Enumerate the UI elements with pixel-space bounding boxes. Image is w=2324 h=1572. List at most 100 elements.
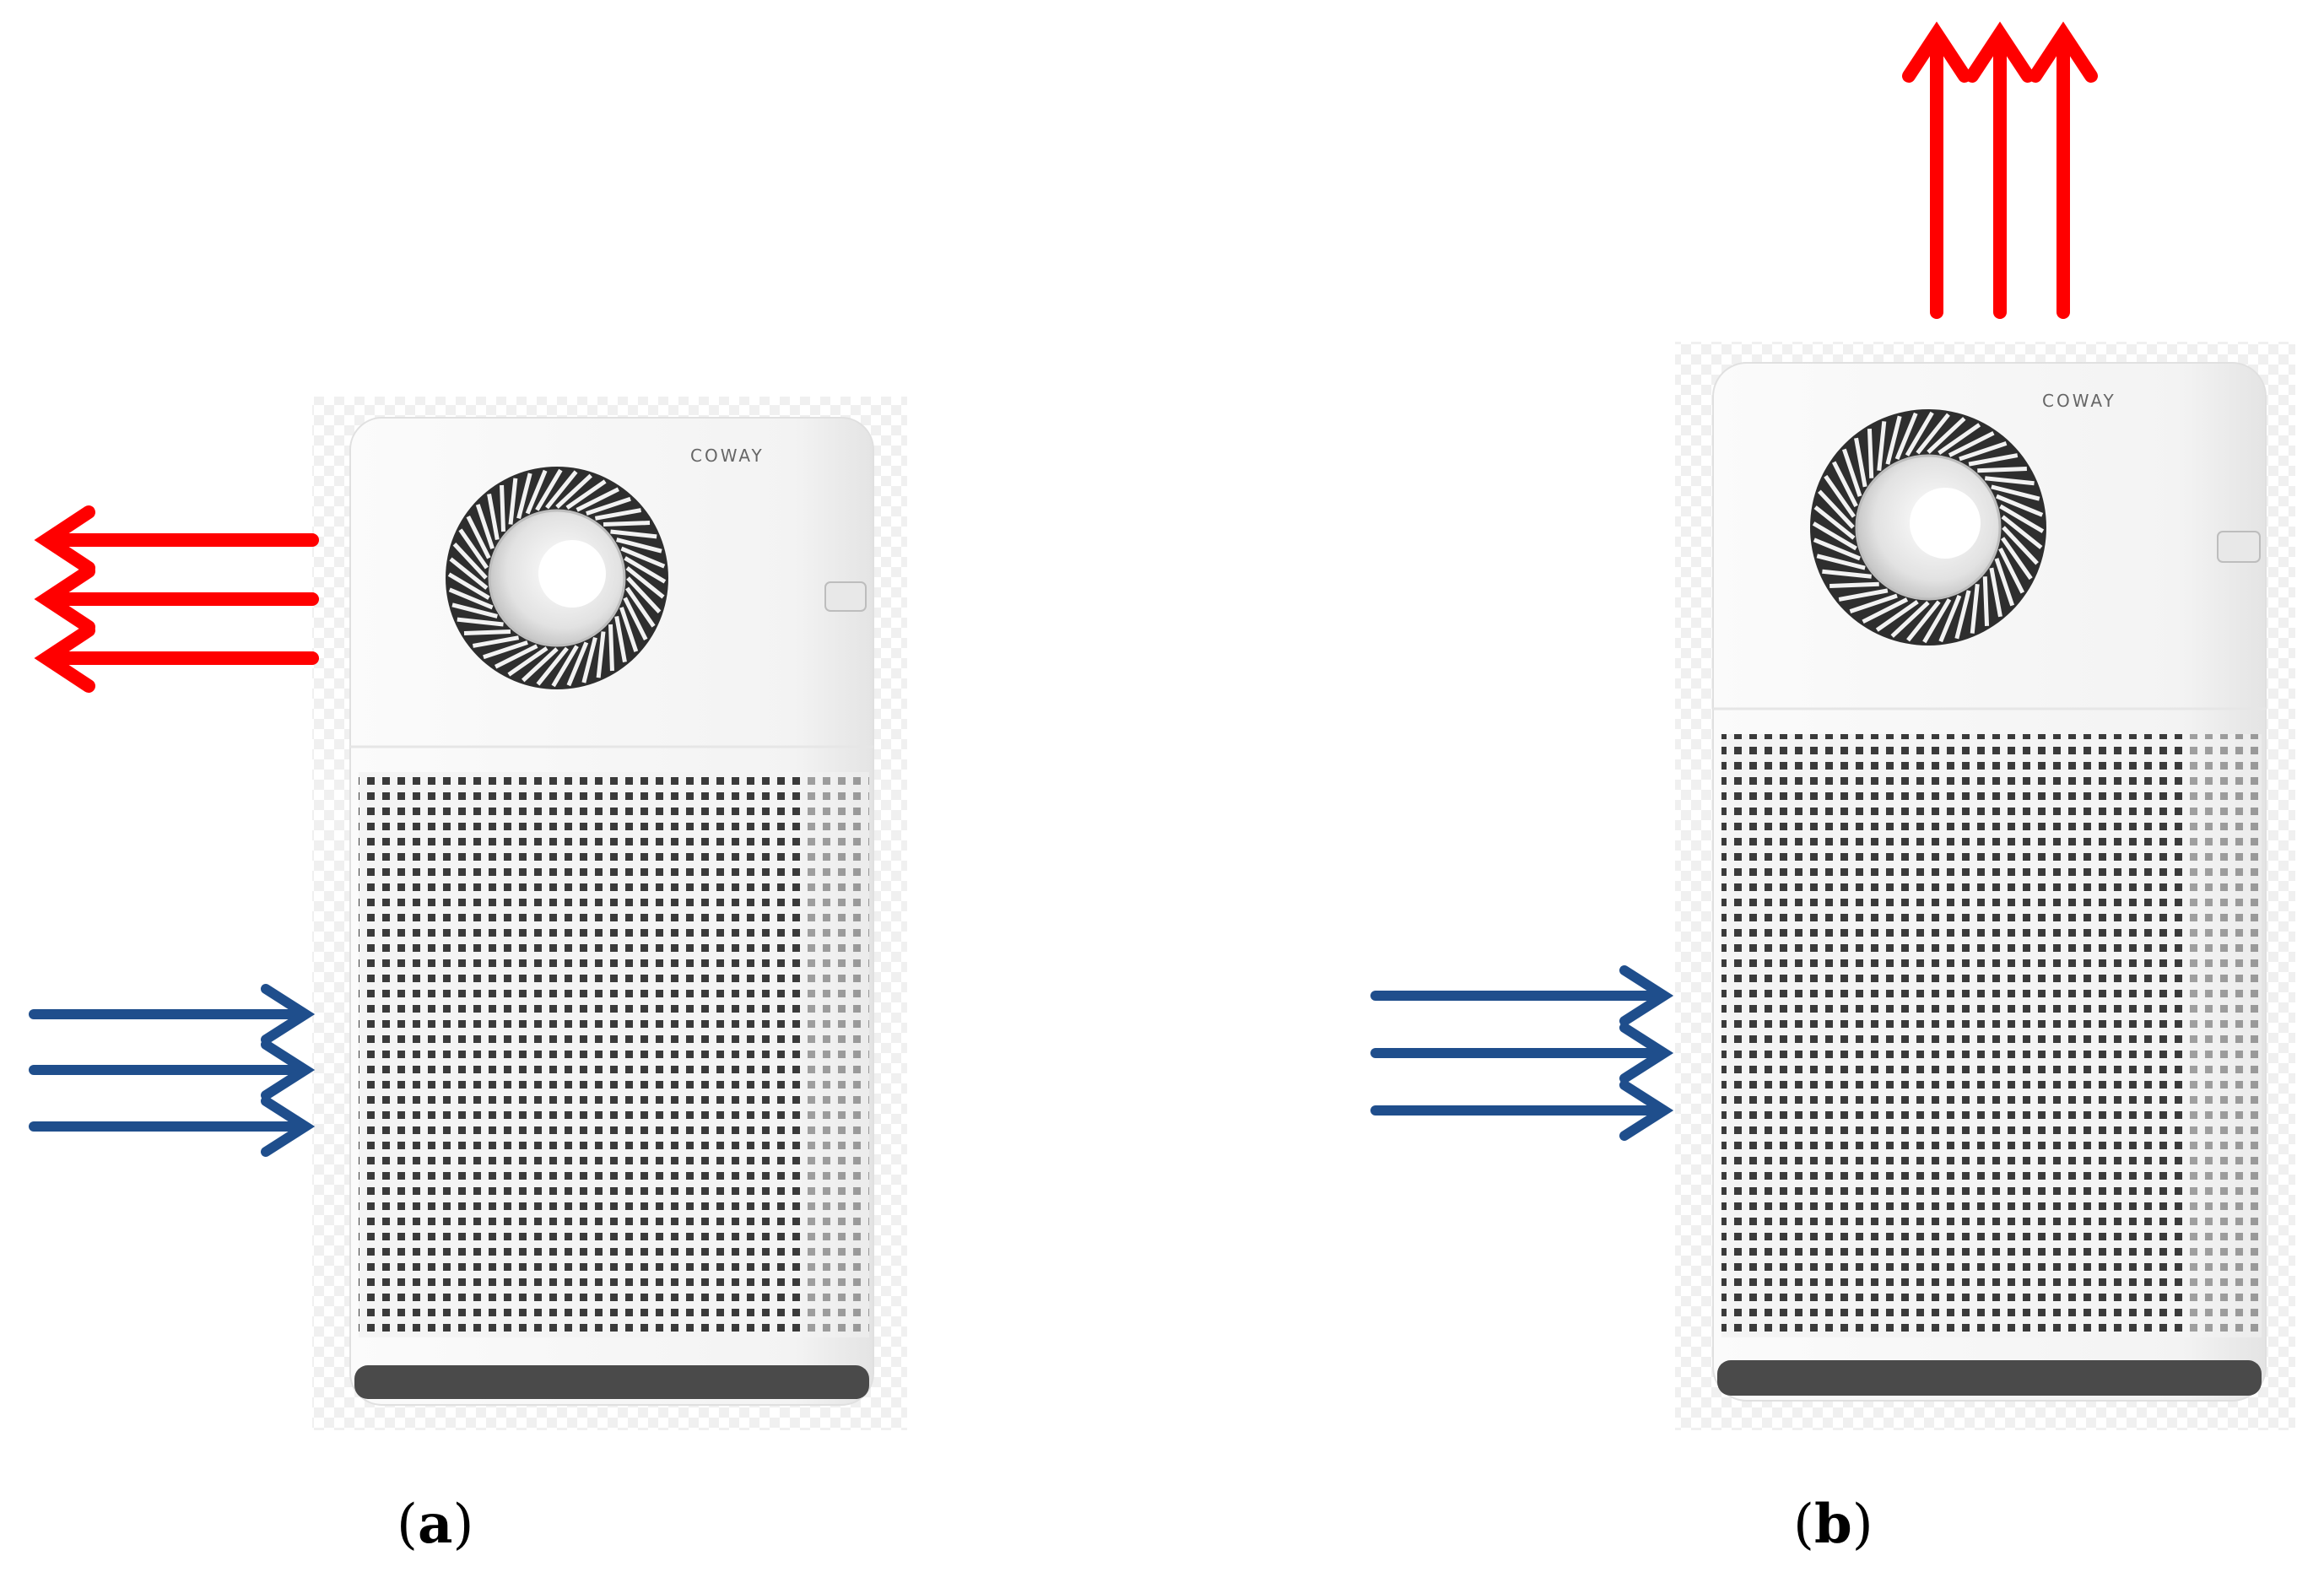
arrow-out-icon <box>2029 21 2098 319</box>
fan-blade <box>1885 415 1902 465</box>
fan-blade <box>1968 453 2019 467</box>
fan-blade <box>516 473 532 519</box>
fan-blade <box>2001 515 2043 549</box>
fan-blade <box>1816 554 1866 570</box>
fan-blade <box>536 646 569 686</box>
air-purifier: COWAY <box>1712 362 2267 1402</box>
arrow-in-icon <box>29 1040 316 1100</box>
fan-blade <box>1849 593 1898 614</box>
fan-blade <box>500 484 506 532</box>
fan-blade <box>1875 600 1919 632</box>
panel-label-close: ) <box>1851 1494 1873 1556</box>
fan-blade <box>1996 494 2044 517</box>
fan-blade <box>566 641 589 687</box>
fan-blade <box>507 646 549 677</box>
fan-blade <box>1877 421 1887 471</box>
fan-blade <box>447 572 490 600</box>
fan-blade <box>1890 601 1930 638</box>
fan-blade <box>619 607 639 652</box>
fan-blade <box>475 504 495 549</box>
fan-blade <box>466 516 491 559</box>
fan-blade <box>620 546 666 569</box>
panel-b: COWAY <box>1370 21 2295 1430</box>
fan-blade <box>457 617 504 627</box>
fan-blade <box>1959 440 2008 462</box>
outflow-arrows <box>34 505 319 693</box>
panel-label-letter: a <box>417 1493 453 1556</box>
fan-blade <box>1982 576 1990 626</box>
fan-blade <box>565 479 607 510</box>
fan-blade <box>1998 547 2025 594</box>
fan-blade <box>545 470 578 510</box>
side-grille <box>2190 734 2262 1337</box>
fan-blade <box>1831 461 1858 508</box>
arrow-in-icon <box>1370 1023 1674 1083</box>
outflow-arrows <box>1902 21 2098 319</box>
fan-blade <box>596 631 606 678</box>
fan-blade <box>610 529 657 539</box>
fan-blade <box>1822 569 1872 579</box>
fan-blade <box>1905 411 1934 456</box>
fan-blade <box>1812 521 1857 551</box>
fan-blade <box>1854 437 1867 488</box>
fan-blade <box>487 493 500 541</box>
arrow-out-icon <box>34 565 319 634</box>
fan-blade <box>1927 417 1966 454</box>
fan-blade <box>1824 474 1856 518</box>
fan-blade <box>1867 429 1874 478</box>
panel-label-open: ( <box>1793 1494 1814 1556</box>
fan-blade <box>1994 558 2015 607</box>
panel-label-close: ) <box>452 1494 474 1556</box>
panel-label-b: (b) <box>1793 1498 1873 1553</box>
fan-blade <box>626 576 662 613</box>
air-purifier: COWAY <box>349 417 874 1406</box>
fan-icon <box>1810 409 2046 646</box>
fan-blade <box>522 647 559 683</box>
arrow-out-icon <box>1902 21 1971 319</box>
brand-logo: COWAY <box>2042 391 2116 411</box>
fan-blade <box>508 478 518 525</box>
fan-blade <box>608 624 614 672</box>
fan-blade <box>594 508 642 521</box>
purifier-base <box>354 1365 869 1399</box>
fan-blade <box>616 538 662 554</box>
panel-label-a: (a) <box>397 1498 473 1553</box>
fan-icon <box>446 467 668 689</box>
front-grille <box>1721 734 2190 1337</box>
fan-blade <box>458 528 489 570</box>
fan-blade <box>1991 484 2040 501</box>
brand-logo: COWAY <box>690 446 765 466</box>
side-handle <box>2217 531 2261 563</box>
fan-blade <box>555 473 592 509</box>
front-grille <box>359 772 802 1337</box>
fan-blade <box>448 587 494 610</box>
fan-blade <box>576 487 619 512</box>
fan-blade <box>614 615 627 663</box>
panel-label-letter: b <box>1813 1493 1852 1556</box>
fan-blade <box>1813 505 1856 540</box>
arrow-out-icon <box>34 505 319 575</box>
fan-blade <box>535 468 563 511</box>
fan-blade <box>603 521 651 527</box>
fan-blade <box>1906 600 1941 642</box>
fan-blade <box>1922 598 1952 644</box>
arrow-in-icon <box>29 1096 316 1157</box>
fan-blade <box>625 586 656 628</box>
fan-blade <box>1894 412 1918 460</box>
fan-blade <box>623 597 648 640</box>
fan-blade <box>1970 584 1980 634</box>
arrow-in-icon <box>29 984 316 1045</box>
arrow-out-icon <box>34 624 319 693</box>
fan-blade <box>1818 489 1855 529</box>
fan-blade <box>1862 597 1909 624</box>
fan-blade <box>1938 423 1981 455</box>
fan-blade <box>551 645 579 688</box>
arrow-in-icon <box>1370 1080 1674 1141</box>
fan-blade <box>495 644 538 669</box>
fan-blade <box>1916 413 1950 455</box>
fan-blade <box>2001 537 2033 581</box>
fan-blade <box>451 602 498 619</box>
fan-blade <box>1999 504 2045 533</box>
panel-a: COWAY <box>29 397 907 1430</box>
